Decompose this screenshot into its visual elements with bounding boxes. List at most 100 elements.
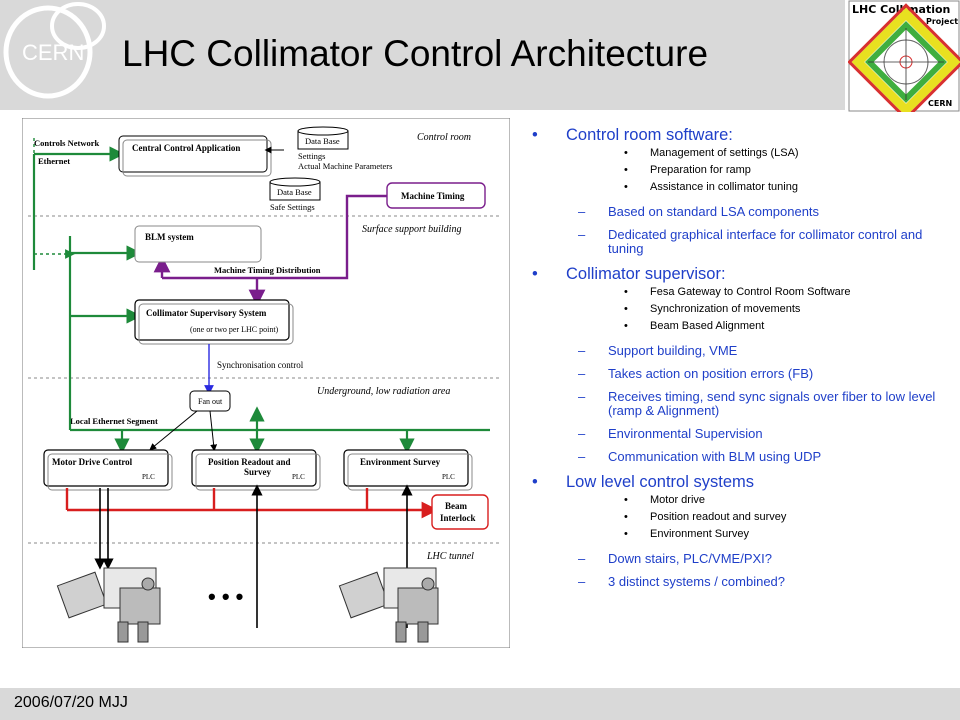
bullet-text: Dedicated graphical interface for collim… xyxy=(608,227,923,256)
sub-bullet-item: •Position readout and survey xyxy=(528,509,938,526)
bullet-marker: – xyxy=(578,574,586,589)
bullet-marker: • xyxy=(624,511,628,523)
bullet-text: Synchronization of movements xyxy=(650,303,801,315)
footer: 2006/07/20 MJJ xyxy=(0,688,960,720)
blm-system-box: BLM system xyxy=(134,225,262,263)
bullet-text: Support building, VME xyxy=(608,343,738,358)
beam-interlock-box: Beam Interlock xyxy=(431,494,489,530)
timing-distribution-label: Machine Timing Distribution xyxy=(214,265,321,275)
sub-bullet-item: • Assistance in collimator tuning xyxy=(528,179,938,196)
safe-settings-label: Safe Settings xyxy=(270,202,315,212)
collimator-icon-left xyxy=(56,567,161,643)
bullet-marker: – xyxy=(578,366,586,381)
bullet-text: Based on standard LSA components xyxy=(608,204,820,219)
beam-interlock-lines xyxy=(65,488,439,519)
ethernet-label: Ethernet xyxy=(38,156,70,166)
svg-text:Collimator Supervisory System: Collimator Supervisory System xyxy=(146,308,267,318)
collimator-icon-right xyxy=(338,567,439,643)
lhc-collimation-project-logo-icon: LHC Collimation Project CERN xyxy=(848,0,960,112)
svg-text:Interlock: Interlock xyxy=(440,513,476,523)
dash-bullet-item: – Environmental Supervision xyxy=(528,427,938,441)
bullet-marker: • xyxy=(624,286,628,298)
bullet-marker: – xyxy=(578,227,586,242)
fanout-arrow xyxy=(149,410,198,451)
bullet-text: Motor drive xyxy=(650,494,706,506)
ethernet-network-lines xyxy=(32,146,490,454)
controls-network-label: Controls Network xyxy=(34,138,100,148)
svg-text:Machine Timing: Machine Timing xyxy=(401,191,465,201)
svg-text:Survey: Survey xyxy=(244,467,272,477)
bullet-marker: – xyxy=(578,426,586,441)
slide-header: CERN LHC Collimator Control Architecture… xyxy=(0,0,960,115)
bullet-text: Communication with BLM using UDP xyxy=(608,449,822,464)
settings-label: Settings xyxy=(298,151,325,161)
sub-bullet-item: •Synchronization of movements xyxy=(528,301,938,318)
database-safe-settings-icon: Data Base xyxy=(269,177,321,201)
bullet-marker: – xyxy=(578,204,586,219)
bullet-list: • Control room software: • Management of se… xyxy=(528,120,938,589)
svg-text:Project: Project xyxy=(926,17,958,26)
svg-text:CERN: CERN xyxy=(22,40,84,65)
machine-timing-box: Machine Timing xyxy=(386,182,486,209)
header-band xyxy=(0,0,845,110)
bullet-marker: • xyxy=(532,265,538,283)
bullet-marker: • xyxy=(532,126,538,144)
bullet-text: Environmental Supervision xyxy=(608,426,763,441)
bullet-item: •Collimator supervisor: xyxy=(528,264,938,284)
dash-bullet-item: –Receives timing, send sync signals over… xyxy=(528,390,938,418)
bullet-marker: – xyxy=(578,389,586,404)
bullet-text: Takes action on position errors (FB) xyxy=(608,366,814,381)
architecture-diagram: Control room Surface support building Un… xyxy=(22,118,510,648)
position-readout-box: Position Readout and Survey PLC xyxy=(191,449,321,491)
dash-bullet-item: – Communication with BLM using UDP xyxy=(528,450,938,464)
dash-bullet-item: – Dedicated graphical interface for colli… xyxy=(528,228,938,256)
machine-parameters-label: Actual Machine Parameters xyxy=(298,161,392,171)
dash-bullet-item: – 3 distinct systems / combined? xyxy=(528,575,938,589)
motor-drive-control-box: Motor Drive Control PLC xyxy=(43,449,173,491)
sub-bullet-item: •Motor drive xyxy=(528,492,938,509)
svg-text:CERN: CERN xyxy=(928,99,952,108)
bullet-text: Environment Survey xyxy=(650,528,750,540)
bullet-marker: – xyxy=(578,343,586,358)
svg-text:PLC: PLC xyxy=(292,473,305,481)
bullet-text: Assistance in collimator tuning xyxy=(650,181,798,193)
svg-text:Central Control Application: Central Control Application xyxy=(132,143,240,153)
bullet-item: • Low level control systems xyxy=(528,472,938,492)
footer-date-author: 2006/07/20 MJJ xyxy=(14,694,128,711)
bullet-text: Beam Based Alignment xyxy=(650,320,765,332)
bullet-text: Low level control systems xyxy=(566,473,754,491)
bullet-item: • Control room software: xyxy=(528,125,938,145)
zone-surface-label: Surface support building xyxy=(362,224,461,235)
bullet-text: Preparation for ramp xyxy=(650,164,751,176)
local-ethernet-label: Local Ethernet Segment xyxy=(70,416,158,426)
svg-text:Motor Drive Control: Motor Drive Control xyxy=(52,457,133,467)
dash-bullet-item: – Takes action on position errors (FB) xyxy=(528,367,938,381)
svg-text:PLC: PLC xyxy=(142,473,155,481)
bullet-text: Control room software: xyxy=(566,126,733,144)
bullet-marker: • xyxy=(624,181,628,193)
bullet-text: Fesa Gateway to Control Room Software xyxy=(650,286,851,298)
svg-text:Position Readout and: Position Readout and xyxy=(208,457,291,467)
svg-text:Environment Survey: Environment Survey xyxy=(360,457,441,467)
bullet-text: Management of settings (LSA) xyxy=(650,147,799,159)
cern-logo-icon: CERN xyxy=(3,2,106,99)
bullet-text: 3 distinct systems / combined? xyxy=(608,574,786,589)
zone-control-room-label: Control room xyxy=(417,132,471,143)
machine-timing-lines xyxy=(153,194,388,307)
bullet-marker: – xyxy=(578,551,586,566)
fanout-arrow xyxy=(209,410,218,452)
bullet-marker: • xyxy=(624,147,628,159)
bullet-marker: • xyxy=(532,473,538,491)
svg-text:Data Base: Data Base xyxy=(277,187,312,197)
sub-bullet-item: • Fesa Gateway to Control Room Software xyxy=(528,284,938,301)
page-title: LHC Collimator Control Architecture xyxy=(122,33,709,74)
central-control-application-box: Central Control Application xyxy=(118,135,272,177)
database-settings-icon: Data Base xyxy=(297,126,349,150)
bullet-marker: – xyxy=(578,449,586,464)
environment-survey-box: Environment Survey PLC xyxy=(343,449,473,491)
svg-text:Beam: Beam xyxy=(445,501,467,511)
collimator-supervisory-box: Collimator Supervisory System (one or tw… xyxy=(134,299,294,345)
ellipsis: • • • xyxy=(208,584,243,609)
zone-tunnel-label: LHC tunnel xyxy=(426,551,474,562)
dash-bullet-item: –Down stairs, PLC/VME/PXI? xyxy=(528,552,938,566)
